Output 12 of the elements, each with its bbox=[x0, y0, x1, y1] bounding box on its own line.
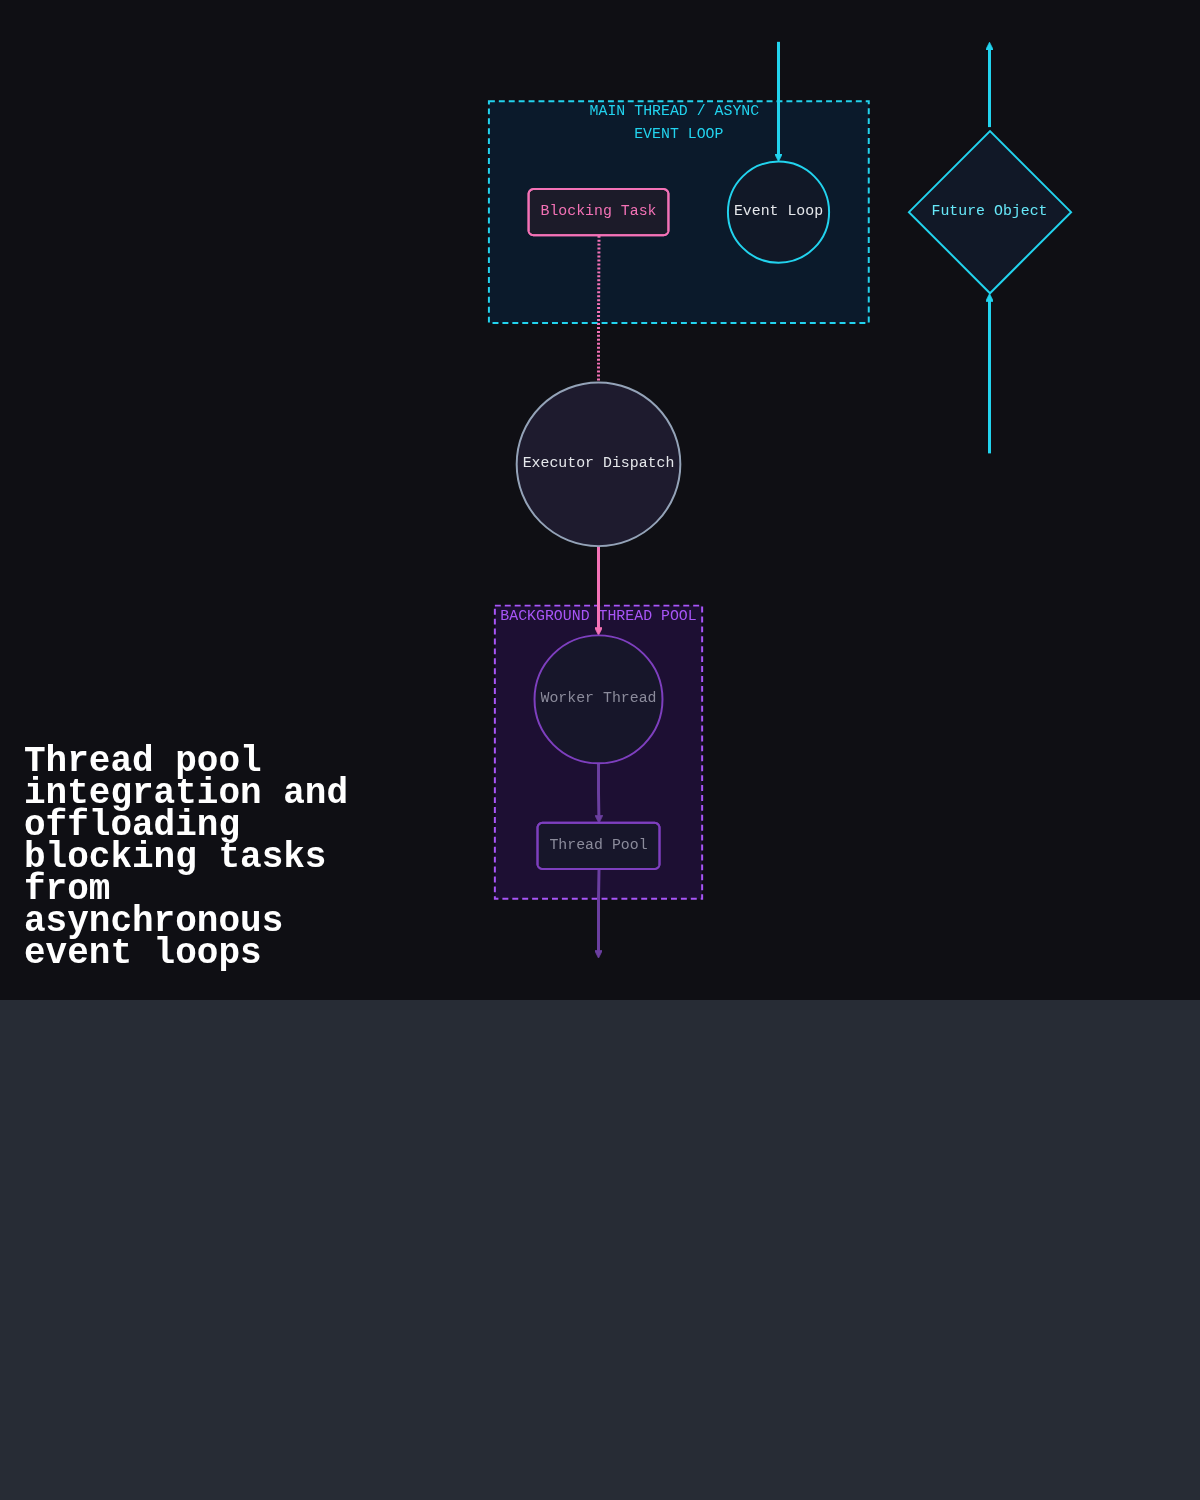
arrow bbox=[594, 869, 603, 959]
arrow bbox=[774, 41, 783, 162]
node-circle: Executor Dispatch bbox=[515, 381, 682, 548]
arrow bbox=[985, 293, 994, 454]
connector bbox=[597, 235, 601, 383]
arrow bbox=[594, 546, 603, 636]
diagram-title: Thread pool integration and offloading blocking tasks from asynchronous event loops bbox=[24, 746, 350, 970]
arrow bbox=[594, 763, 604, 824]
arrow bbox=[985, 41, 994, 128]
node-circle: Worker Thread bbox=[533, 634, 664, 765]
node-circle: Event Loop bbox=[726, 160, 831, 264]
node-diamond: Future Object bbox=[907, 129, 1073, 295]
